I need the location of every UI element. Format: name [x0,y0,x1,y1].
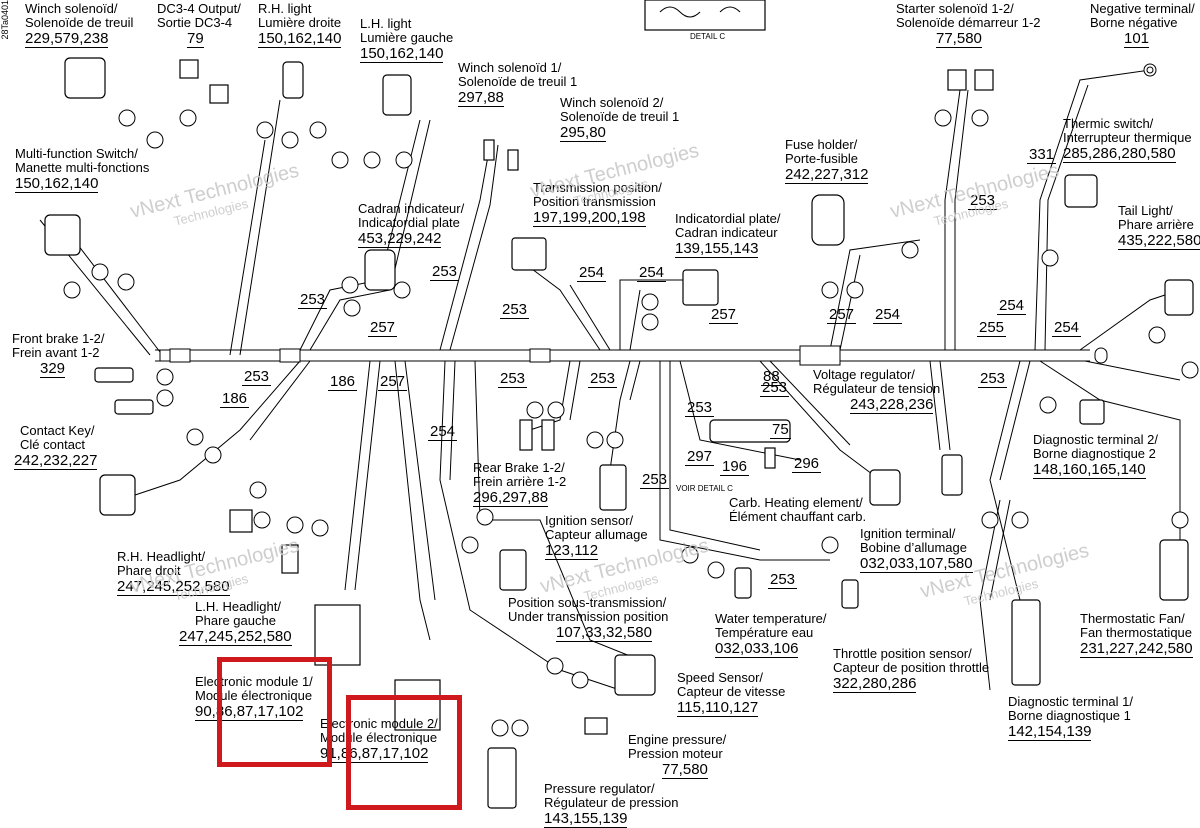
ref-label: 253 [588,370,618,388]
label-ignition-term: Ignition terminal/Bobine d’allumage 032,… [860,526,973,573]
label-winch-sol-2: Winch solenoïd 2/Solenoïde de treuil 1 2… [560,95,680,142]
label-water-temp: Water temperature/Température eau 032,03… [715,611,827,658]
ref-label: 186 [328,373,358,391]
ref-label: 253 [685,399,715,417]
label-winch-solenoid: Winch solenoïd/Solenoïde de treuil 229,5… [25,1,134,48]
label-throttle: Throttle position sensor/Capteur de posi… [833,646,990,693]
label-lh-headlight: L.H. Headlight/Phare gauche 247,245,252,… [179,599,292,646]
ref-label: 253 [498,370,528,388]
ref-label: 254 [1052,319,1082,337]
ref-label: 253 [768,571,798,589]
label-trans-pos: Transmission position/Position transmiss… [533,180,662,227]
label-fuse-holder: Fuse holder/Porte-fusible 242,227,312 [785,137,869,184]
ref-label: 297 [685,448,715,466]
ref-label: 254 [577,264,607,282]
ref-label: 88 [761,368,782,386]
ref-label: 253 [500,301,530,319]
label-cadran: Cadran indicateur/Indicatordial plate 45… [358,201,465,248]
ref-label: 253 [242,368,272,386]
ref-label: 253 [298,291,328,309]
label-front-brake: Front brake 1-2/Frein avant 1-2 329 [12,331,105,378]
ref-label: 253 [430,263,460,281]
label-ecm-1: Electronic module 1/Module électronique … [195,674,313,721]
ref-label: 254 [997,297,1027,315]
label-diag-2: Diagnostic terminal 2/Borne diagnostique… [1033,432,1158,479]
ref-label: 331 [1027,146,1057,164]
drawing-code: 28Ta0401 [0,0,10,40]
label-rear-brake: Rear Brake 1-2/Frein arrière 1-2 296,297… [473,460,567,507]
ref-label: 254 [637,264,667,282]
label-winch-sol-1: Winch solenoïd 1/Solenoïde de treuil 1 2… [458,60,578,107]
label-ignition-sensor: Ignition sensor/Capteur allumage 123,112 [545,513,648,560]
ref-label: 253 [968,192,998,210]
detail-c-label: DETAIL C [690,32,726,41]
ref-label: 257 [827,306,857,324]
label-starter-sol: Starter solenoïd 1-2/Solenoïde démarreur… [896,1,1041,48]
highlight-box-ecm-1 [217,657,332,767]
label-pressure-reg: Pressure regulator/Régulateur de pressio… [544,781,679,828]
label-carb-heat: Carb. Heating element/Élément chauffant … [729,495,867,524]
label-indicator-plate: Indicatordial plate/Cadran indicateur 13… [675,211,781,258]
label-engine-pressure: Engine pressure/Pression moteur 77,580 [628,732,727,779]
ref-label: 296 [792,455,822,473]
label-pos-sous-trans: Position sous-transmission/Under transmi… [508,595,669,642]
voir-detail-label: VOIR DETAIL C [676,484,733,493]
label-multi-switch: Multi-function Switch/Manette multi-fonc… [15,146,150,193]
label-thermo-fan: Thermostatic Fan/Fan thermostatique 231,… [1080,611,1193,658]
ref-label: 254 [428,423,458,441]
ref-label: 254 [873,306,903,324]
ref-label: 257 [378,373,408,391]
ref-label: 253 [978,370,1008,388]
label-tail-light: Tail Light/Phare arrière 435,222,580 [1118,203,1200,250]
highlight-box-ecm-2 [346,695,462,810]
ref-label: 255 [977,319,1007,337]
ref-label: 257 [709,306,739,324]
ref-label: 186 [220,390,250,408]
ref-label: 253 [640,471,670,489]
label-rh-headlight: R.H. Headlight/Phare droit 247,245,252,5… [117,549,230,596]
ref-label: 196 [720,458,750,476]
label-thermic-switch: Thermic switch/Interrupteur thermique 28… [1063,116,1192,163]
ref-label: 253 [760,379,790,397]
label-neg-terminal: Negative terminal/Borne négative 101 [1090,1,1195,48]
label-contact-key: Contact Key/Clé contact 242,232,227 [14,423,98,470]
label-voltage-reg: Voltage regulator/Régulateur de tension … [813,367,941,414]
ref-label: 257 [368,319,398,337]
label-dc34: DC3-4 Output/Sortie DC3-4 79 [157,1,241,48]
label-speed-sensor: Speed Sensor/Capteur de vitesse 115,110,… [677,670,786,717]
ref-label: 75 [770,421,791,439]
label-diag-1: Diagnostic terminal 1/Borne diagnostique… [1008,694,1133,741]
